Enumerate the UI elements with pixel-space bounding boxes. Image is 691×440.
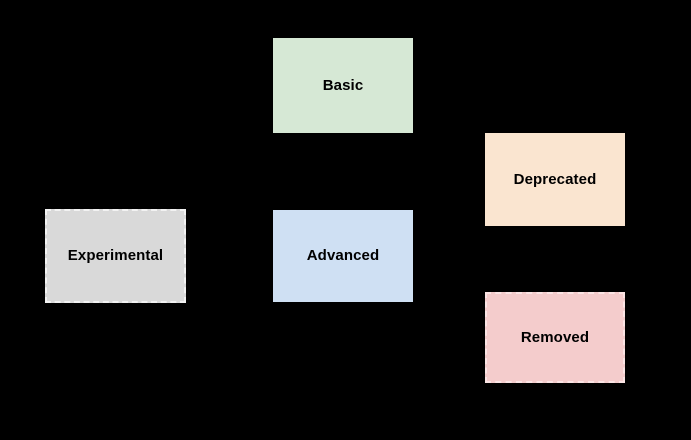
node-experimental-label: Experimental: [67, 247, 164, 264]
node-basic[interactable]: Basic: [273, 38, 413, 133]
node-removed-label: Removed: [520, 328, 590, 346]
node-advanced-label: Advanced: [306, 247, 380, 264]
node-deprecated[interactable]: Deprecated: [485, 133, 625, 226]
node-experimental[interactable]: Experimental: [45, 209, 186, 303]
node-basic-label: Basic: [322, 76, 364, 94]
node-advanced[interactable]: Advanced: [273, 210, 413, 302]
node-removed[interactable]: Removed: [485, 292, 625, 383]
node-deprecated-label: Deprecated: [513, 170, 597, 188]
